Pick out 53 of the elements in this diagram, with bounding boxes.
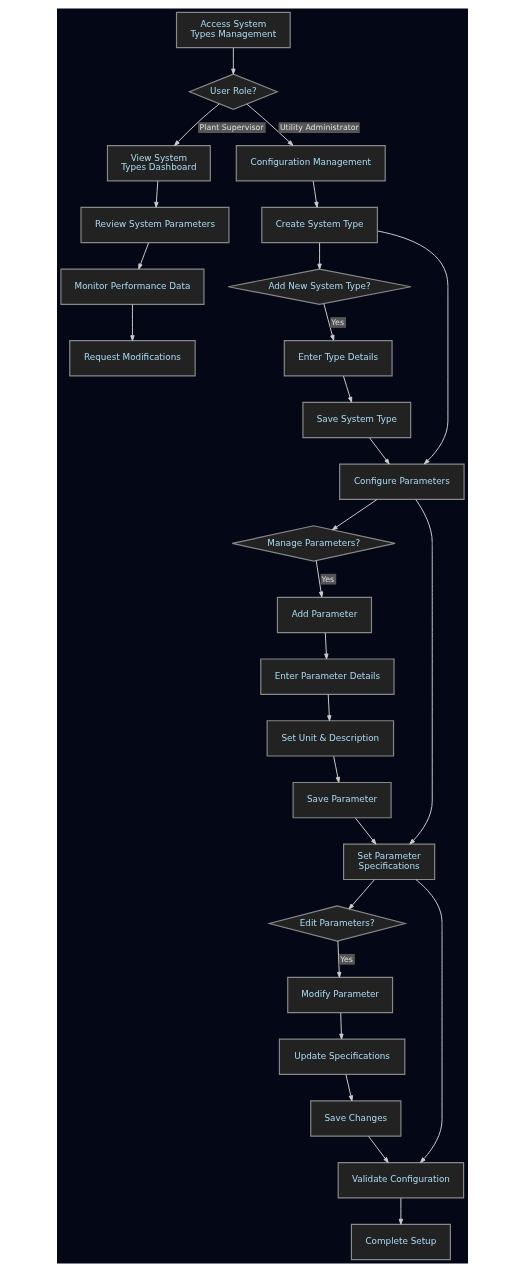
arrow: [339, 1012, 344, 1040]
arrow: [377, 230, 449, 465]
arrow: [368, 1136, 389, 1163]
arrow: [331, 499, 378, 531]
node-box: Set Unit & Description: [266, 720, 395, 757]
edge-label: Utility Administrator: [279, 122, 359, 132]
arrow: [348, 879, 375, 910]
arrow: [354, 817, 377, 845]
node-diamond: Add New System Type?: [227, 268, 412, 305]
node-box: Add Parameter: [276, 596, 373, 634]
node-box: Review System Parameters: [80, 206, 230, 244]
edge-label: Yes: [340, 954, 353, 964]
edge-label: Yes: [321, 574, 335, 584]
edge-label: Plant Supervisor: [199, 122, 264, 132]
arrow: [327, 694, 332, 722]
arrow: [343, 375, 353, 403]
arrow: [154, 180, 159, 208]
node-box: Monitor Performance Data: [60, 268, 205, 305]
node-box: Set Parameter Specifications: [343, 843, 436, 881]
node-box: Validate Configuration: [337, 1162, 465, 1199]
node-box: Modify Parameter: [287, 976, 394, 1014]
node-box: Create System Type: [261, 206, 378, 244]
arrow: [323, 303, 335, 341]
arrow: [337, 940, 342, 978]
arrow: [369, 437, 390, 465]
arrow: [398, 1197, 404, 1225]
node-box: Configure Parameters: [339, 463, 465, 500]
arrow: [130, 304, 135, 342]
arrow: [345, 1074, 354, 1102]
arrow: [174, 103, 220, 146]
node-diamond: User Role?: [187, 73, 279, 111]
arrow: [409, 499, 433, 845]
node-box: Complete Setup: [350, 1223, 451, 1261]
arrow: [333, 755, 341, 783]
arrow: [312, 180, 319, 208]
node-box: Request Modifications: [69, 340, 196, 377]
arrow: [415, 879, 443, 1163]
node-box: Configuration Management: [235, 145, 386, 182]
node-box: Update Specifications: [278, 1038, 406, 1075]
node-box: Save System Type: [302, 401, 412, 439]
arrow: [317, 242, 322, 270]
node-box: View System Types Dashboard: [106, 145, 211, 182]
arrow: [246, 103, 294, 146]
arrow: [324, 632, 329, 660]
arrow: [315, 560, 324, 598]
node-box: Enter Type Details: [283, 340, 393, 377]
node-box: Save Changes: [310, 1100, 402, 1137]
arrow: [231, 47, 236, 75]
node-box: Save Parameter: [292, 781, 392, 819]
node-box: Enter Parameter Details: [260, 658, 395, 695]
arrow: [138, 242, 150, 270]
edge-label: Yes: [331, 317, 344, 327]
node-box: Access System Types Management: [175, 11, 291, 49]
